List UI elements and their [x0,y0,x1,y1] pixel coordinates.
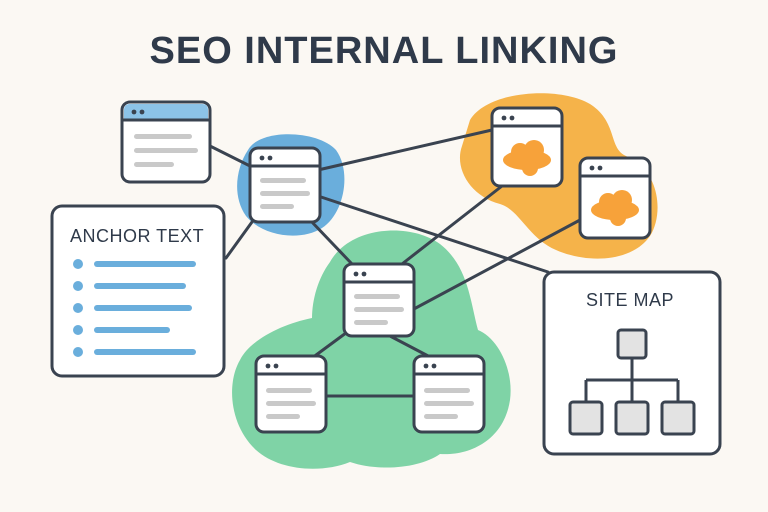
list-bar [94,327,170,333]
orange-blob-icon [591,190,639,226]
browser-window-icon [248,146,322,224]
browser-window-icon [578,156,652,240]
link-line [224,220,254,260]
bullet-icon [73,347,83,357]
anchor-text-panel [50,204,226,378]
link-line [316,128,494,172]
sitemap-label: SITE MAP [586,290,675,310]
list-bar [94,349,196,355]
anchor-text-list [73,259,196,357]
link-line [400,184,504,266]
orange-blob-icon [503,140,551,176]
browser-window-icon [120,100,212,184]
sitemap-tree-icon [568,328,696,436]
link-line [310,328,352,360]
link-line [208,144,252,168]
bullet-icon [73,325,83,335]
diagram-title: SEO INTERNAL LINKING [149,30,619,72]
browser-window-icon [412,354,486,434]
bullet-icon [73,303,83,313]
bullet-icon [73,259,83,269]
link-line [388,334,434,360]
connector-lines [208,128,582,398]
link-line [308,218,354,266]
browser-window-icon [342,262,416,338]
bullet-icon [73,281,83,291]
link-line [410,218,582,312]
sitemap-panel [542,270,722,456]
anchor-text-label: ANCHOR TEXT [70,226,205,246]
list-bar [94,305,192,311]
browser-window-icon [490,106,564,188]
browser-window-icon [254,354,328,434]
list-bar [94,283,186,289]
list-bar [94,261,196,267]
